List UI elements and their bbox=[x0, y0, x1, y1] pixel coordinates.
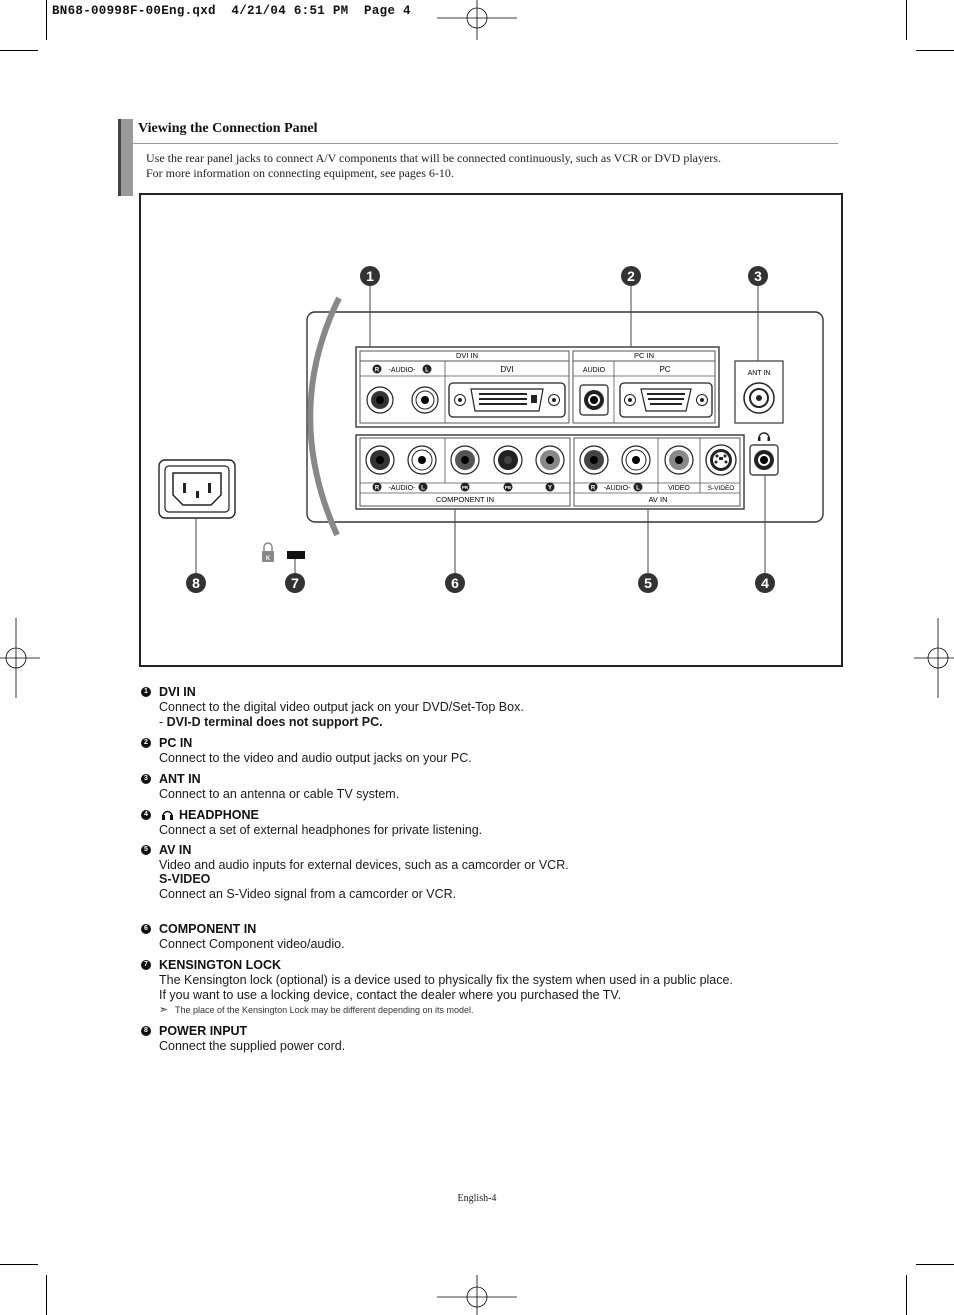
print-slug: BN68-00998F-00Eng.qxd 4/21/04 6:51 PM Pa… bbox=[52, 4, 411, 18]
headphone-icon bbox=[162, 810, 173, 820]
item-title: ANT IN bbox=[159, 772, 201, 786]
item-line: Connect to the digital video output jack… bbox=[159, 700, 524, 714]
crop-mark bbox=[916, 50, 954, 51]
label-ant-in: ANT IN bbox=[748, 370, 771, 377]
callout-1: 1 bbox=[366, 268, 374, 284]
label-l: L bbox=[636, 486, 640, 492]
crop-mark bbox=[906, 1275, 907, 1315]
item-line: Connect an S-Video signal from a camcord… bbox=[159, 887, 457, 901]
label-r: R bbox=[591, 486, 596, 492]
label-audio-rl: -AUDIO- bbox=[389, 367, 417, 374]
item-line: If you want to use a locking device, con… bbox=[159, 988, 622, 1002]
item-prefix: - bbox=[159, 715, 167, 729]
item-number: 8 bbox=[141, 1026, 151, 1036]
item-title: AV IN bbox=[159, 843, 192, 857]
label-pb: PB bbox=[505, 485, 512, 490]
label-pc-in: PC IN bbox=[634, 351, 654, 360]
item-line: Connect to an antenna or cable TV system… bbox=[159, 787, 400, 801]
page-footer: English-4 bbox=[457, 1193, 497, 1204]
item-title: HEADPHONE bbox=[179, 808, 259, 822]
item-title: KENSINGTON LOCK bbox=[159, 958, 281, 972]
label-s-video: S-VIDEO bbox=[708, 485, 735, 492]
dvi-in-box bbox=[359, 350, 570, 424]
item-title: DVI IN bbox=[159, 685, 196, 699]
item-number: 5 bbox=[141, 845, 151, 855]
intro-line: Use the rear panel jacks to connect A/V … bbox=[146, 151, 721, 165]
component-in-box bbox=[359, 437, 571, 507]
registration-mark bbox=[437, 0, 517, 40]
panel-curve bbox=[307, 296, 342, 537]
label-pr: PR bbox=[462, 485, 469, 490]
item-number: 7 bbox=[141, 960, 151, 970]
item-line: Connect the supplied power cord. bbox=[159, 1039, 346, 1053]
label-l: L bbox=[425, 368, 429, 374]
item-subtitle: S-VIDEO bbox=[159, 872, 211, 886]
section-rule bbox=[133, 143, 838, 144]
intro-line: For more information on connecting equip… bbox=[146, 166, 454, 180]
callout-2: 2 bbox=[627, 268, 635, 284]
item-line: Connect Component video/audio. bbox=[159, 937, 345, 951]
label-dvi: DVI bbox=[500, 365, 513, 374]
item-title: COMPONENT IN bbox=[159, 922, 257, 936]
section-bar bbox=[118, 119, 133, 196]
label-audio-rl: -AUDIO- bbox=[389, 485, 417, 492]
label-y: Y bbox=[548, 486, 552, 492]
connection-panel-diagram: DVI IN R -AUDIO- L DVI PC IN AUDIO PC AN… bbox=[139, 193, 843, 667]
label-av-in: AV IN bbox=[648, 495, 667, 504]
item-note: ➣ The place of the Kensington Lock may be… bbox=[159, 1004, 474, 1016]
crop-mark bbox=[916, 1264, 954, 1265]
crop-mark bbox=[906, 0, 907, 40]
kensington-lock-icon: K bbox=[262, 542, 274, 562]
item-note-line: - DVI-D terminal does not support PC. bbox=[159, 715, 383, 729]
headphone-icon bbox=[758, 432, 770, 441]
item-number: 4 bbox=[141, 810, 151, 820]
crop-mark bbox=[0, 1264, 38, 1265]
item-number: 1 bbox=[141, 687, 151, 697]
item-title: POWER INPUT bbox=[159, 1024, 248, 1038]
label-component-in: COMPONENT IN bbox=[436, 495, 494, 504]
label-r: R bbox=[375, 486, 380, 492]
item-line: Connect to the video and audio output ja… bbox=[159, 751, 472, 765]
callout-4: 4 bbox=[761, 575, 769, 591]
item-number: 6 bbox=[141, 924, 151, 934]
note-arrow-icon: ➣ bbox=[159, 1004, 169, 1016]
label-audio: AUDIO bbox=[583, 367, 606, 374]
crop-mark bbox=[46, 0, 47, 40]
callout-7: 7 bbox=[291, 575, 299, 591]
item-line: Video and audio inputs for external devi… bbox=[159, 858, 569, 872]
av-in-box bbox=[573, 437, 741, 507]
label-r: R bbox=[375, 368, 380, 374]
label-k: K bbox=[266, 556, 271, 562]
label-video: VIDEO bbox=[668, 485, 690, 492]
registration-mark bbox=[0, 618, 40, 698]
item-line: The Kensington lock (optional) is a devi… bbox=[159, 973, 733, 987]
item-number: 2 bbox=[141, 738, 151, 748]
label-l: L bbox=[421, 486, 425, 492]
item-title: PC IN bbox=[159, 736, 193, 750]
item-bold-line: DVI-D terminal does not support PC. bbox=[166, 715, 383, 729]
item-note-text: The place of the Kensington Lock may be … bbox=[175, 1005, 474, 1015]
pc-in-box bbox=[572, 350, 716, 424]
crop-mark bbox=[0, 50, 38, 51]
item-line: Connect a set of external headphones for… bbox=[159, 823, 483, 837]
callout-6: 6 bbox=[451, 575, 459, 591]
kensington-slot[interactable] bbox=[287, 551, 305, 559]
callout-8: 8 bbox=[192, 575, 200, 591]
crop-mark bbox=[46, 1275, 47, 1315]
item-number: 3 bbox=[141, 774, 151, 784]
label-dvi-in: DVI IN bbox=[456, 351, 478, 360]
label-audio-rl: -AUDIO- bbox=[604, 485, 632, 492]
registration-mark bbox=[914, 618, 954, 698]
intro-text: Use the rear panel jacks to connect A/V … bbox=[146, 151, 836, 181]
section-title: Viewing the Connection Panel bbox=[138, 121, 318, 136]
callout-3: 3 bbox=[754, 268, 762, 284]
registration-mark bbox=[437, 1275, 517, 1315]
callout-5: 5 bbox=[644, 575, 652, 591]
label-pc: PC bbox=[659, 365, 670, 374]
